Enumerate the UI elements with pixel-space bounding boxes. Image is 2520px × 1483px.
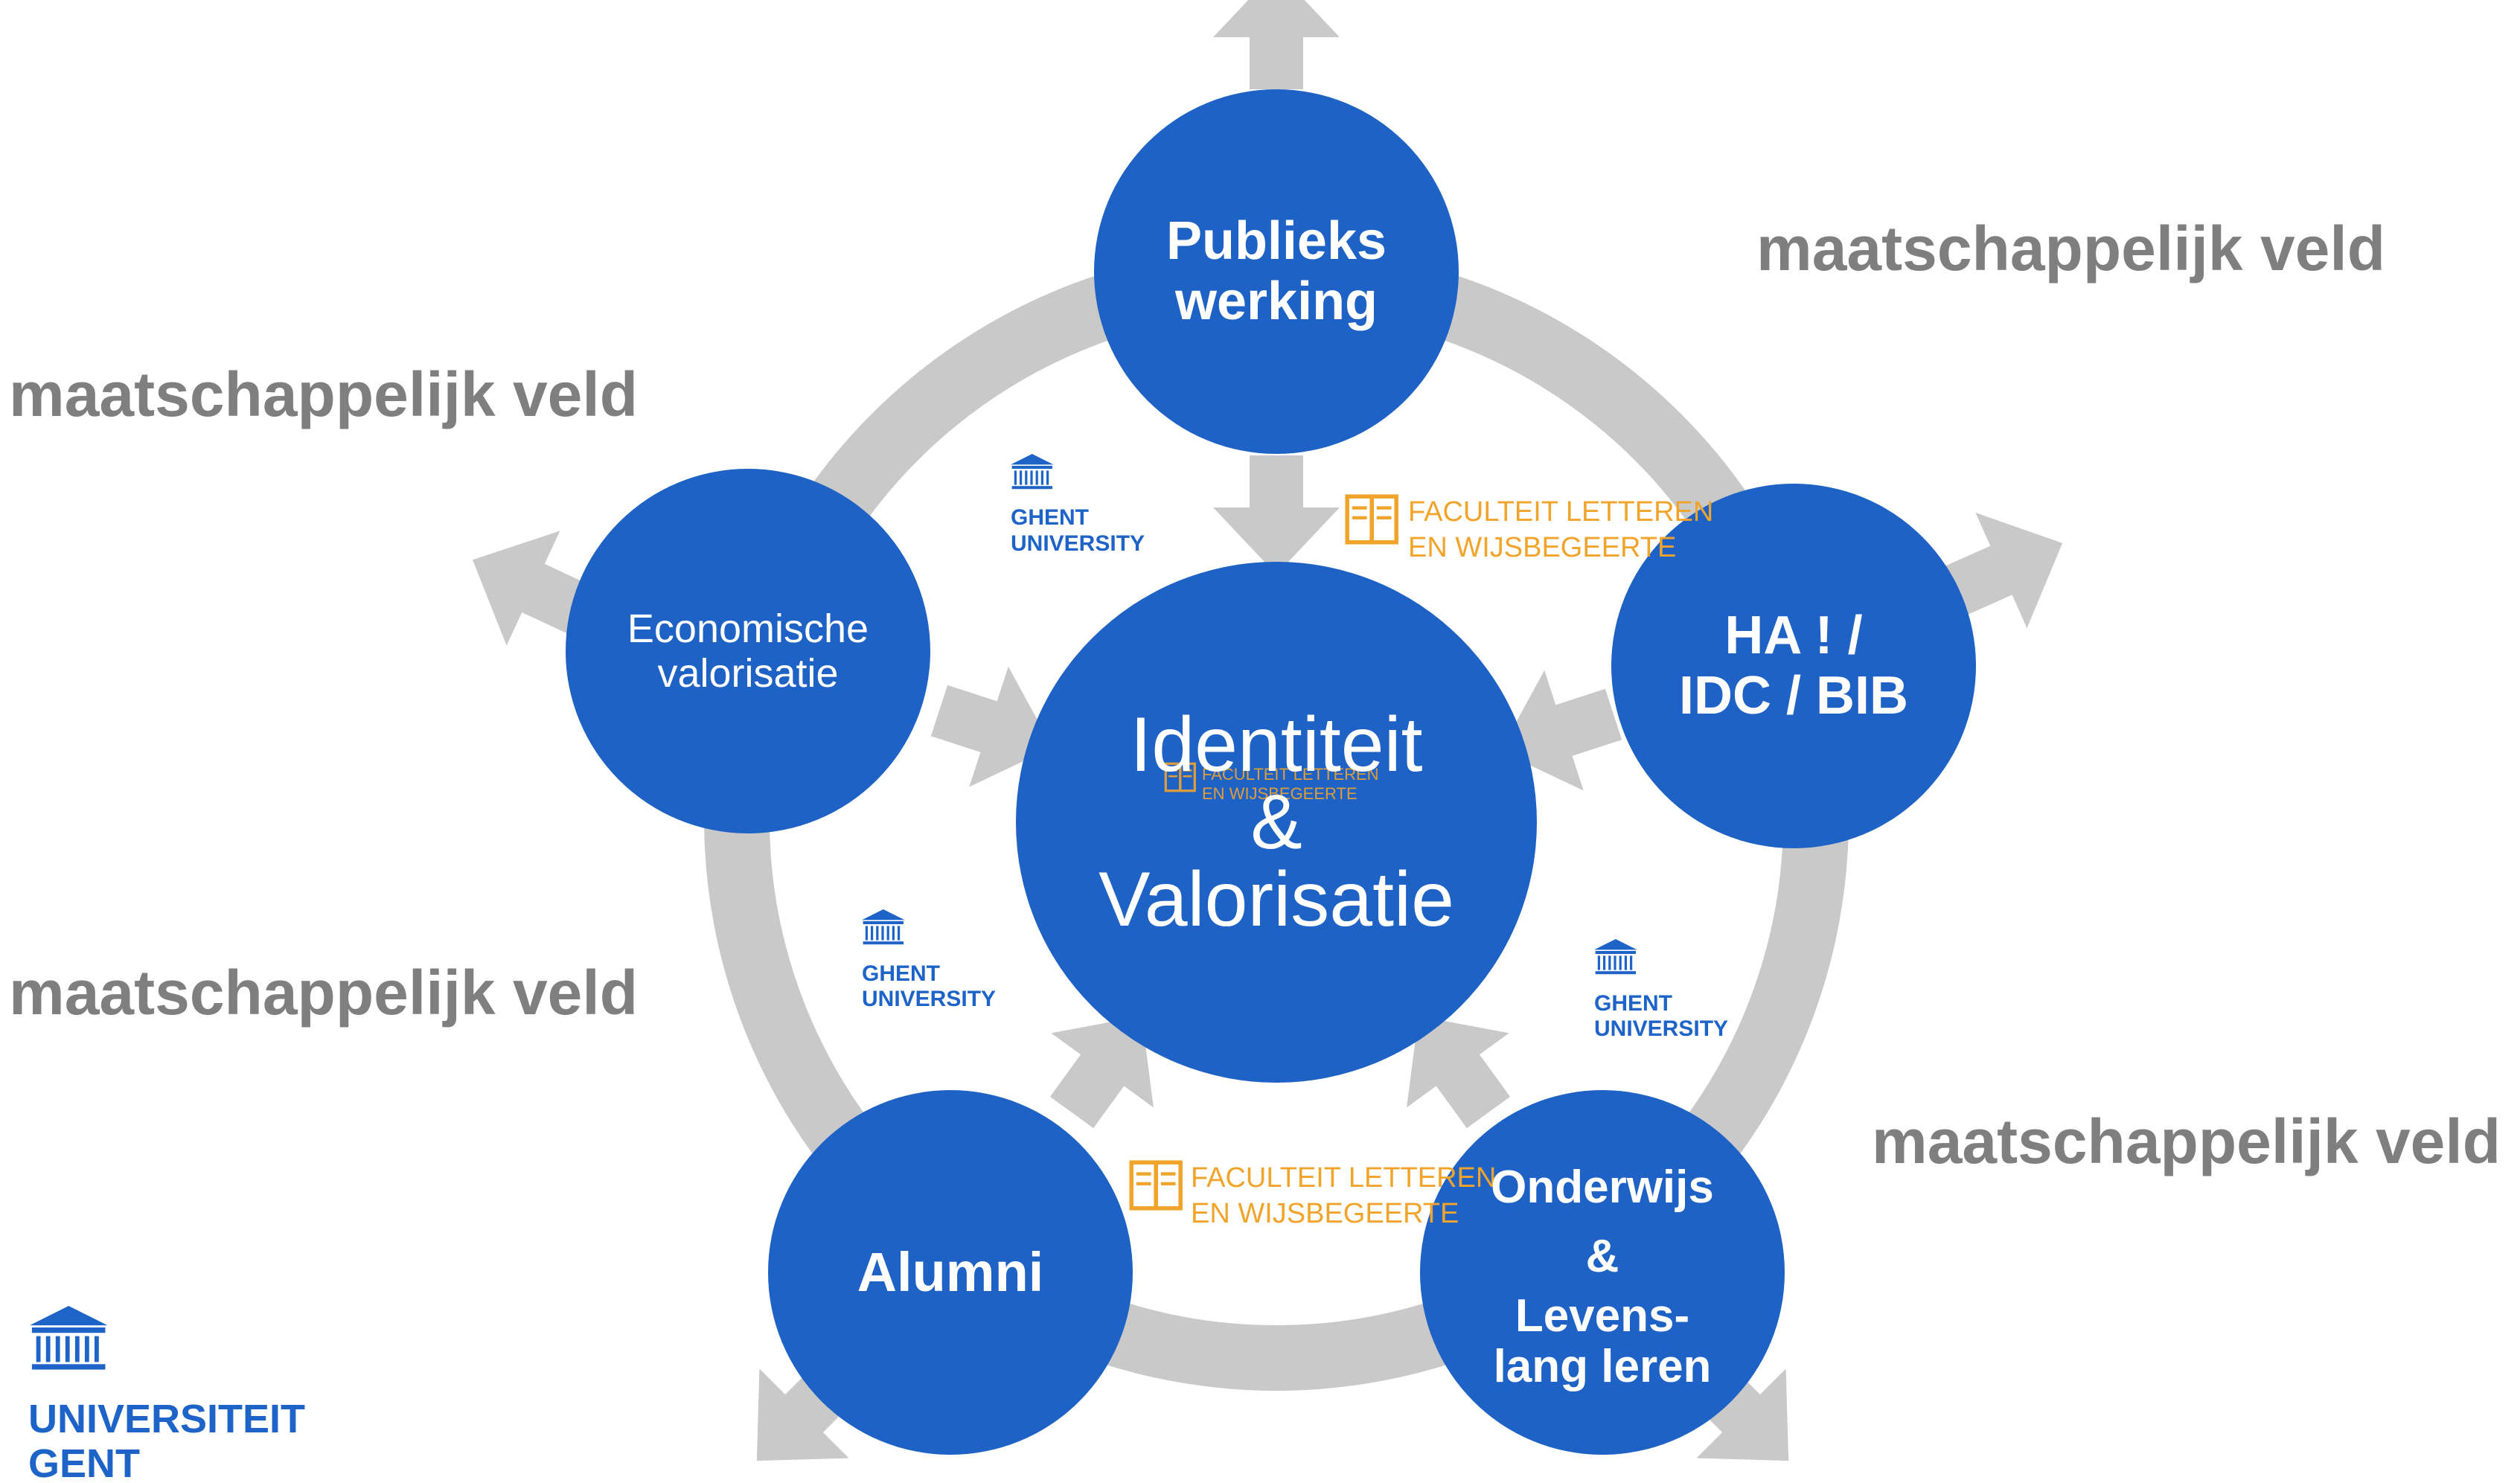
node-alumni: Alumni — [768, 1235, 1133, 1310]
node-label-line: Publieks — [1165, 211, 1387, 272]
faculty-logo-3: FACULTEIT LETTEREN EN WIJSBEGEERTE — [1164, 762, 1379, 803]
node-label-line: werking — [1174, 272, 1378, 331]
node-economische-valorisatie: Economische valorisatie — [566, 599, 930, 703]
node-label-line: Levens- — [1515, 1290, 1690, 1342]
university-building-icon — [862, 909, 905, 945]
ghent-university-logo-2: GHENT UNIVERSITY — [862, 909, 996, 1011]
node-label-line: IDC / BIB — [1678, 666, 1908, 726]
ghent-label: GHENT — [862, 961, 940, 986]
node-label-line: HA ! / — [1724, 606, 1863, 666]
gent-label: GENT — [28, 1441, 140, 1483]
faculty-label-line2: EN WIJSBEGEERTE — [1408, 532, 1676, 563]
arrow-top-to-center — [1213, 455, 1340, 574]
ghent-university-logo-3: GHENT UNIVERSITY — [1594, 939, 1728, 1041]
faculty-logo-1: FACULTEIT LETTEREN EN WIJSBEGEERTE — [1347, 496, 1713, 563]
university-label: UNIVERSITY — [1011, 531, 1145, 556]
center-identiteit-valorisatie: Identiteit & Valorisatie — [1016, 692, 1537, 952]
university-building-icon — [1011, 454, 1054, 490]
field-label-left-upper: maatschappelijk veld — [9, 359, 639, 429]
field-label-right-lower: maatschappelijk veld — [1872, 1106, 2501, 1176]
center-label-line: Identiteit — [1130, 702, 1423, 788]
university-label: UNIVERSITY — [862, 987, 996, 1011]
node-label-line: lang leren — [1493, 1341, 1712, 1392]
field-label-left-lower: maatschappelijk veld — [9, 958, 639, 1028]
node-circle-right — [1611, 484, 1976, 848]
node-circle-left — [566, 469, 930, 833]
faculty-label-line1: FACULTEIT LETTEREN — [1202, 765, 1379, 784]
universiteit-label: UNIVERSITEIT — [28, 1397, 305, 1441]
center-label-line: Valorisatie — [1098, 856, 1454, 943]
faculty-label-line2: EN WIJSBEGEERTE — [1191, 1198, 1459, 1229]
universiteit-gent-logo: UNIVERSITEIT GENT — [28, 1306, 305, 1483]
center-circle — [1016, 562, 1537, 1083]
node-label-line: valorisatie — [657, 651, 839, 696]
university-building-icon — [30, 1306, 108, 1370]
faculty-logo-2: FACULTEIT LETTEREN EN WIJSBEGEERTE — [1131, 1162, 1496, 1229]
open-book-icon — [1347, 496, 1396, 542]
ghent-label: GHENT — [1011, 505, 1089, 530]
faculty-label-line1: FACULTEIT LETTEREN — [1408, 496, 1713, 528]
ghent-label: GHENT — [1594, 991, 1672, 1016]
node-label-line: Alumni — [857, 1240, 1044, 1303]
faculty-label-line2: EN WIJSBEGEERTE — [1202, 784, 1357, 803]
center-label-line: & — [1250, 779, 1302, 865]
node-circle-bottom-left — [768, 1090, 1133, 1455]
node-publiekswerking: Publieks werking — [1094, 193, 1459, 350]
university-label: UNIVERSITY — [1594, 1016, 1728, 1041]
arrow-top-outward — [1213, 0, 1340, 89]
node-circle-bottom-right — [1420, 1090, 1785, 1455]
node-label-line: Onderwijs — [1491, 1161, 1714, 1213]
node-circle-top — [1094, 89, 1459, 454]
node-onderwijs: Onderwijs & Levens- lang leren — [1420, 1135, 1785, 1410]
node-label-line: & — [1585, 1230, 1619, 1282]
node-label-line: Economische — [627, 606, 869, 651]
ghent-university-logo-1: GHENT UNIVERSITY — [1011, 454, 1145, 556]
faculty-label-line1: FACULTEIT LETTEREN — [1191, 1162, 1496, 1194]
open-book-icon — [1131, 1162, 1180, 1208]
university-building-icon — [1594, 939, 1637, 975]
field-label-top-right: maatschappelijk veld — [1756, 214, 2386, 284]
node-ha-idc-bib: HA ! / IDC / BIB — [1611, 588, 1976, 744]
